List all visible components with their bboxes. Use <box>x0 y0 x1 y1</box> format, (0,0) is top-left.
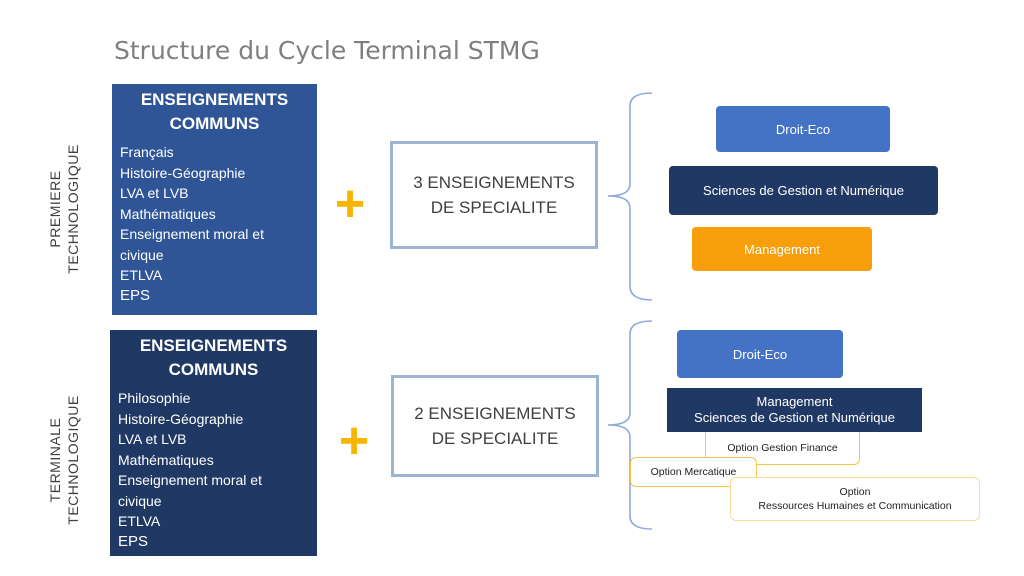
subject-item: civique <box>118 492 162 509</box>
subject-item: Mathématiques <box>118 451 214 468</box>
option-gestion-finance: Option Gestion Finance <box>705 432 860 465</box>
subject-item: Enseignement moral et <box>118 472 262 488</box>
terminale-spec-line2: DE SPECIALITE <box>431 429 559 448</box>
premiere-heading-line1: ENSEIGNEMENTS <box>140 90 289 109</box>
premiere-label-line1: PREMIERE <box>47 170 63 248</box>
premiere-brace <box>607 92 653 301</box>
terminale-label-line1: TERMINALE <box>47 417 63 503</box>
premiere-heading-line2: COMMUNS <box>169 114 260 133</box>
terminale-subject-list: Philosophie Histoire-Géographie LVA et L… <box>118 388 309 552</box>
subject-item: Mathématiques <box>120 205 216 222</box>
subject-item: Histoire-Géographie <box>120 164 246 181</box>
subject-item: ETLVA <box>120 267 163 283</box>
option-ressources-humaines: Option Ressources Humaines et Communicat… <box>730 477 980 521</box>
premiere-specialty-box: 3 ENSEIGNEMENTS DE SPECIALITE <box>390 141 598 249</box>
subject-item: Français <box>120 144 174 160</box>
subject-item: Enseignement moral et <box>120 226 264 242</box>
terminale-specialty-box: 2 ENSEIGNEMENTS DE SPECIALITE <box>391 375 599 477</box>
subject-item: EPS <box>118 532 149 550</box>
subject-item: ETLVA <box>118 513 161 529</box>
subject-item: EPS <box>120 286 151 304</box>
terminale-label-line2: TECHNOLOGIQUE <box>65 395 81 525</box>
premiere-label-line2: TECHNOLOGIQUE <box>65 144 81 274</box>
premiere-plus-icon: + <box>334 175 366 233</box>
terminale-common-heading: ENSEIGNEMENTS COMMUNS <box>118 334 309 382</box>
terminale-brace <box>607 320 653 530</box>
terminale-common-box: ENSEIGNEMENTS COMMUNS Philosophie Histoi… <box>110 330 317 556</box>
subject-item: Philosophie <box>118 390 191 406</box>
terminale-specialty-management-sgn: Management Sciences de Gestion et Numéri… <box>667 388 922 432</box>
terminale-vertical-label: TERMINALE TECHNOLOGIQUE <box>46 360 82 560</box>
page-title: Structure du Cycle Terminal STMG <box>114 36 540 65</box>
option-rhc-line2: Ressources Humaines et Communication <box>758 500 952 512</box>
option-rhc-line1: Option <box>839 486 871 498</box>
premiere-common-box: ENSEIGNEMENTS COMMUNS Français Histoire-… <box>112 84 317 315</box>
specialty-sciences-gestion: Sciences de Gestion et Numérique <box>669 166 938 215</box>
premiere-vertical-label: PREMIERE TECHNOLOGIQUE <box>46 109 82 309</box>
terminale-spec-line1: 2 ENSEIGNEMENTS <box>414 404 576 423</box>
brace-graphics <box>607 92 653 530</box>
subject-item: Histoire-Géographie <box>118 410 244 427</box>
terminale-heading-line1: ENSEIGNEMENTS <box>139 336 288 355</box>
premiere-subject-list: Français Histoire-Géographie LVA et LVB … <box>120 142 309 306</box>
mgmt-line2: Sciences de Gestion et Numérique <box>694 410 895 425</box>
subject-item: civique <box>120 246 164 263</box>
terminale-plus-icon: + <box>338 412 370 470</box>
option-mercatique: Option Mercatique <box>630 457 757 487</box>
terminale-specialty-droit-eco: Droit-Eco <box>677 330 843 378</box>
specialty-droit-eco: Droit-Eco <box>716 106 890 152</box>
mgmt-line1: Management <box>756 394 833 409</box>
specialty-management: Management <box>692 227 872 271</box>
terminale-heading-line2: COMMUNS <box>168 360 259 379</box>
subject-item: LVA et LVB <box>120 185 189 201</box>
subject-item: LVA et LVB <box>118 431 187 447</box>
premiere-common-heading: ENSEIGNEMENTS COMMUNS <box>120 88 309 136</box>
premiere-spec-line2: DE SPECIALITE <box>430 198 558 217</box>
premiere-spec-line1: 3 ENSEIGNEMENTS <box>413 173 575 192</box>
